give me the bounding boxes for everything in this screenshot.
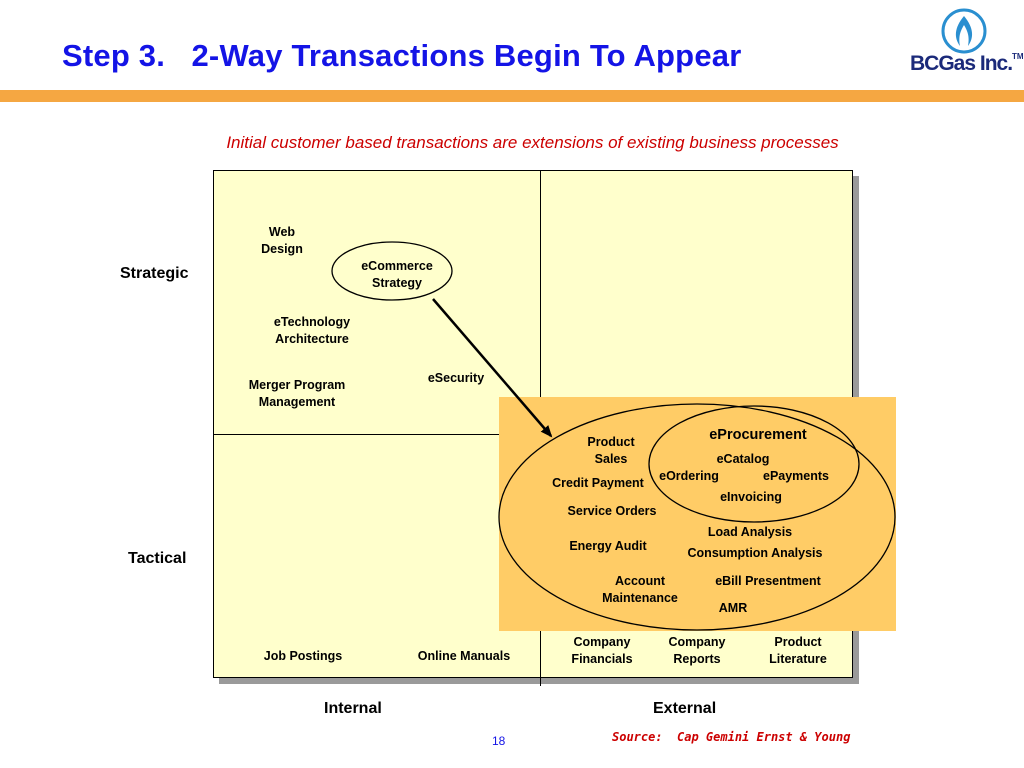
item-eprocurement: eProcurement xyxy=(709,427,807,443)
item-service-orders: Service Orders xyxy=(567,504,657,518)
row-label-strategic: Strategic xyxy=(120,265,189,282)
item-product-literature: Product Literature xyxy=(769,635,827,666)
item-energy-audit: Energy Audit xyxy=(569,539,647,553)
logo-trademark: TM xyxy=(1012,52,1024,61)
item-job-postings: Job Postings xyxy=(263,649,343,663)
subtitle: Initial customer based transactions are … xyxy=(226,133,839,152)
column-label-internal: Internal xyxy=(324,700,382,717)
item-epayments: ePayments xyxy=(762,469,830,483)
item-credit-payment: Credit Payment xyxy=(552,476,644,490)
item-amr: AMR xyxy=(718,601,748,615)
item-company-reports: Company Reports xyxy=(668,635,726,666)
page-number: 18 xyxy=(492,734,506,748)
item-load-analysis: Load Analysis xyxy=(707,525,793,539)
item-ecommerce-strategy: eCommerce Strategy xyxy=(361,259,433,290)
page-title: Step 3. 2-Way Transactions Begin To Appe… xyxy=(62,38,742,73)
header-rule xyxy=(0,90,1024,102)
item-eordering: eOrdering xyxy=(659,469,719,483)
column-label-external: External xyxy=(653,700,717,717)
item-account-maintenance: Account Maintenance xyxy=(602,574,678,605)
logo-name: BCGas Inc. xyxy=(910,52,1013,75)
item-esecurity: eSecurity xyxy=(427,371,485,385)
item-product-sales: Product Sales xyxy=(587,435,635,466)
item-online-manuals: Online Manuals xyxy=(417,649,511,663)
flame-logo-icon xyxy=(941,8,987,54)
item-ebill-presentment: eBill Presentment xyxy=(715,574,821,588)
item-consumption-analysis: Consumption Analysis xyxy=(687,546,823,560)
highlight-box xyxy=(499,397,896,631)
item-ecatalog: eCatalog xyxy=(716,452,770,466)
item-merger-program-management: Merger Program Management xyxy=(248,378,346,409)
item-company-financials: Company Financials xyxy=(571,635,633,666)
row-label-tactical: Tactical xyxy=(128,550,187,567)
item-etechnology-architecture: eTechnology Architecture xyxy=(273,315,351,346)
item-web-design: Web Design xyxy=(261,225,303,256)
source-citation: Source: Cap Gemini Ernst & Young xyxy=(612,730,851,744)
item-einvoicing: eInvoicing xyxy=(720,490,782,504)
company-logo: BCGas Inc.TM xyxy=(910,52,1024,76)
